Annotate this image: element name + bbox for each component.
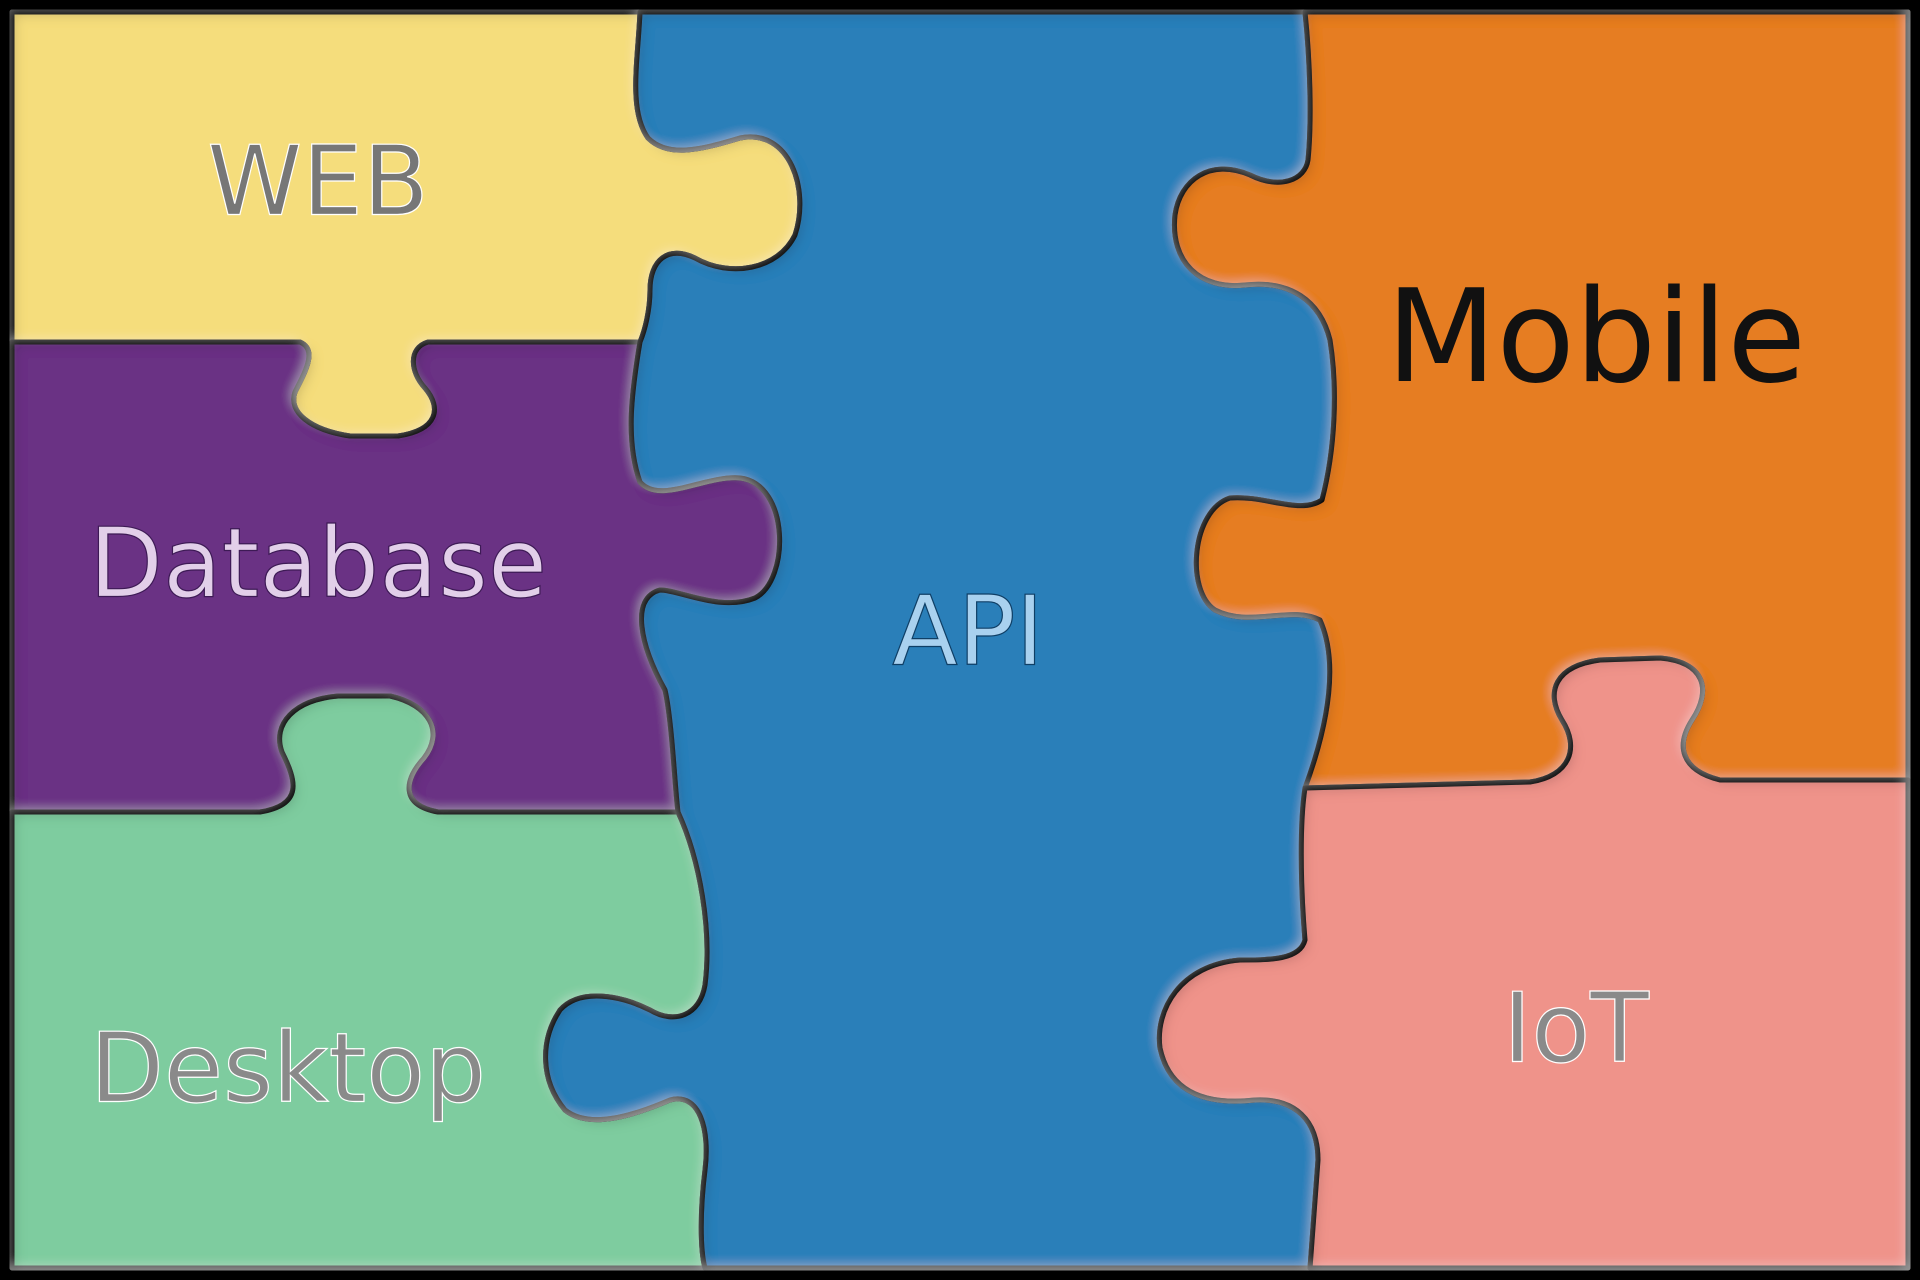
label-desktop: Desktop	[90, 1012, 486, 1124]
label-mobile: Mobile	[1386, 263, 1806, 412]
label-database: Database	[89, 507, 547, 619]
label-iot: IoT	[1503, 972, 1649, 1084]
label-api: API	[892, 575, 1044, 687]
label-web: WEB	[207, 125, 428, 237]
piece-iot	[1156, 655, 1911, 1271]
